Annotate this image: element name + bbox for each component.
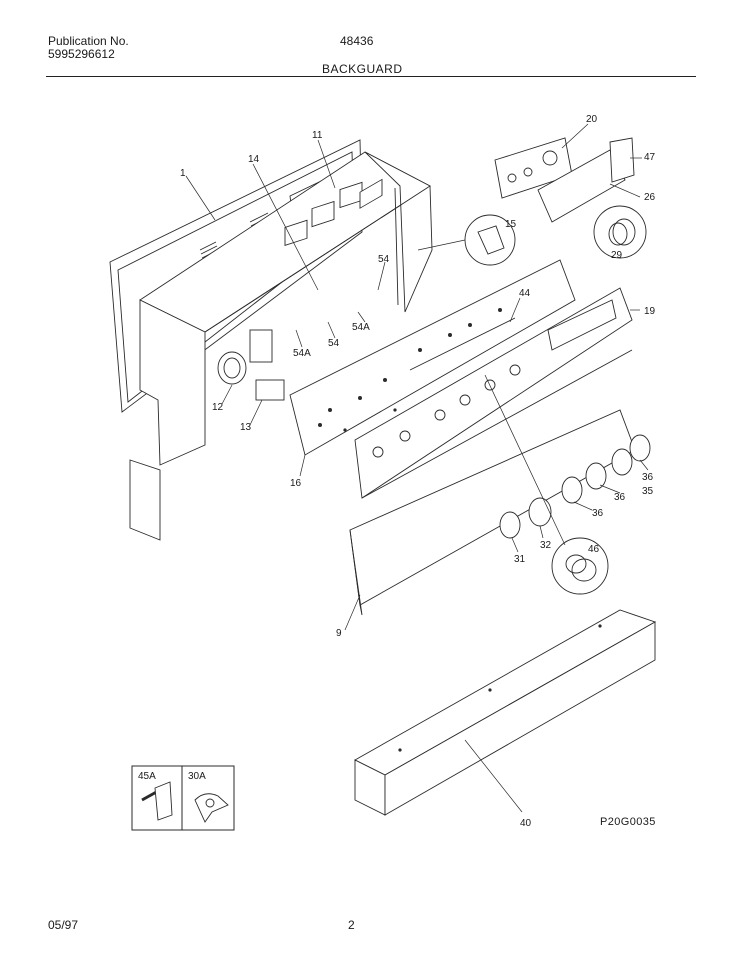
detail-46 (551, 537, 609, 595)
detail-29 (593, 205, 647, 259)
callout-36-c: 36 (592, 508, 604, 519)
screw-icon (141, 781, 173, 821)
callout-35: 35 (642, 486, 654, 497)
callout-14: 14 (248, 154, 260, 165)
callout-54a-left: 54A (293, 348, 311, 359)
callout-54-mid: 54 (328, 338, 340, 349)
callout-15: 15 (505, 219, 517, 230)
callout-54-top: 54 (378, 254, 390, 265)
callout-29: 29 (611, 250, 623, 261)
page-number: 2 (348, 918, 355, 932)
callout-44: 44 (519, 288, 531, 299)
callout-26: 26 (644, 192, 656, 203)
leader-lines (185, 123, 649, 813)
knobs-right (561, 434, 651, 504)
callout-16: 16 (290, 478, 302, 489)
callout-12: 12 (212, 402, 224, 413)
callout-31: 31 (514, 554, 526, 565)
publication-label: Publication No. (48, 34, 129, 48)
switches (284, 178, 383, 246)
knobs-left (499, 497, 552, 539)
callout-11: 11 (312, 130, 323, 141)
publication-number: 5995296612 (48, 47, 115, 61)
callout-40: 40 (520, 818, 532, 829)
callout-32: 32 (540, 540, 552, 551)
callout-46: 46 (588, 544, 600, 555)
header-rule (46, 76, 696, 77)
callout-9: 9 (336, 628, 342, 639)
callout-36-b: 36 (614, 492, 626, 503)
receptacle-and-switch (217, 329, 285, 401)
fastener-insets: 45A 30A (131, 765, 235, 831)
model-number: 48436 (340, 34, 374, 48)
callout-labels: 1 11 14 20 47 26 15 29 54 44 19 54A 54 5… (180, 114, 656, 829)
inset-30a-label: 30A (188, 771, 206, 782)
callout-1: 1 (180, 168, 186, 179)
clip-icon (194, 793, 229, 823)
callout-54a-right: 54A (352, 322, 370, 333)
clock-module (494, 137, 635, 223)
front-strip-40 (354, 609, 657, 816)
callout-20: 20 (586, 114, 598, 125)
callout-47: 47 (644, 152, 656, 163)
callout-19: 19 (644, 306, 656, 317)
section-title: BACKGUARD (322, 62, 403, 76)
callout-13: 13 (240, 422, 252, 433)
footer-date: 05/97 (48, 918, 79, 932)
control-panel-plate (289, 259, 576, 456)
detail-15 (464, 214, 516, 266)
callout-36-a: 36 (642, 472, 654, 483)
inset-45a-label: 45A (138, 771, 156, 782)
drawing-code: P20G0035 (600, 816, 656, 828)
